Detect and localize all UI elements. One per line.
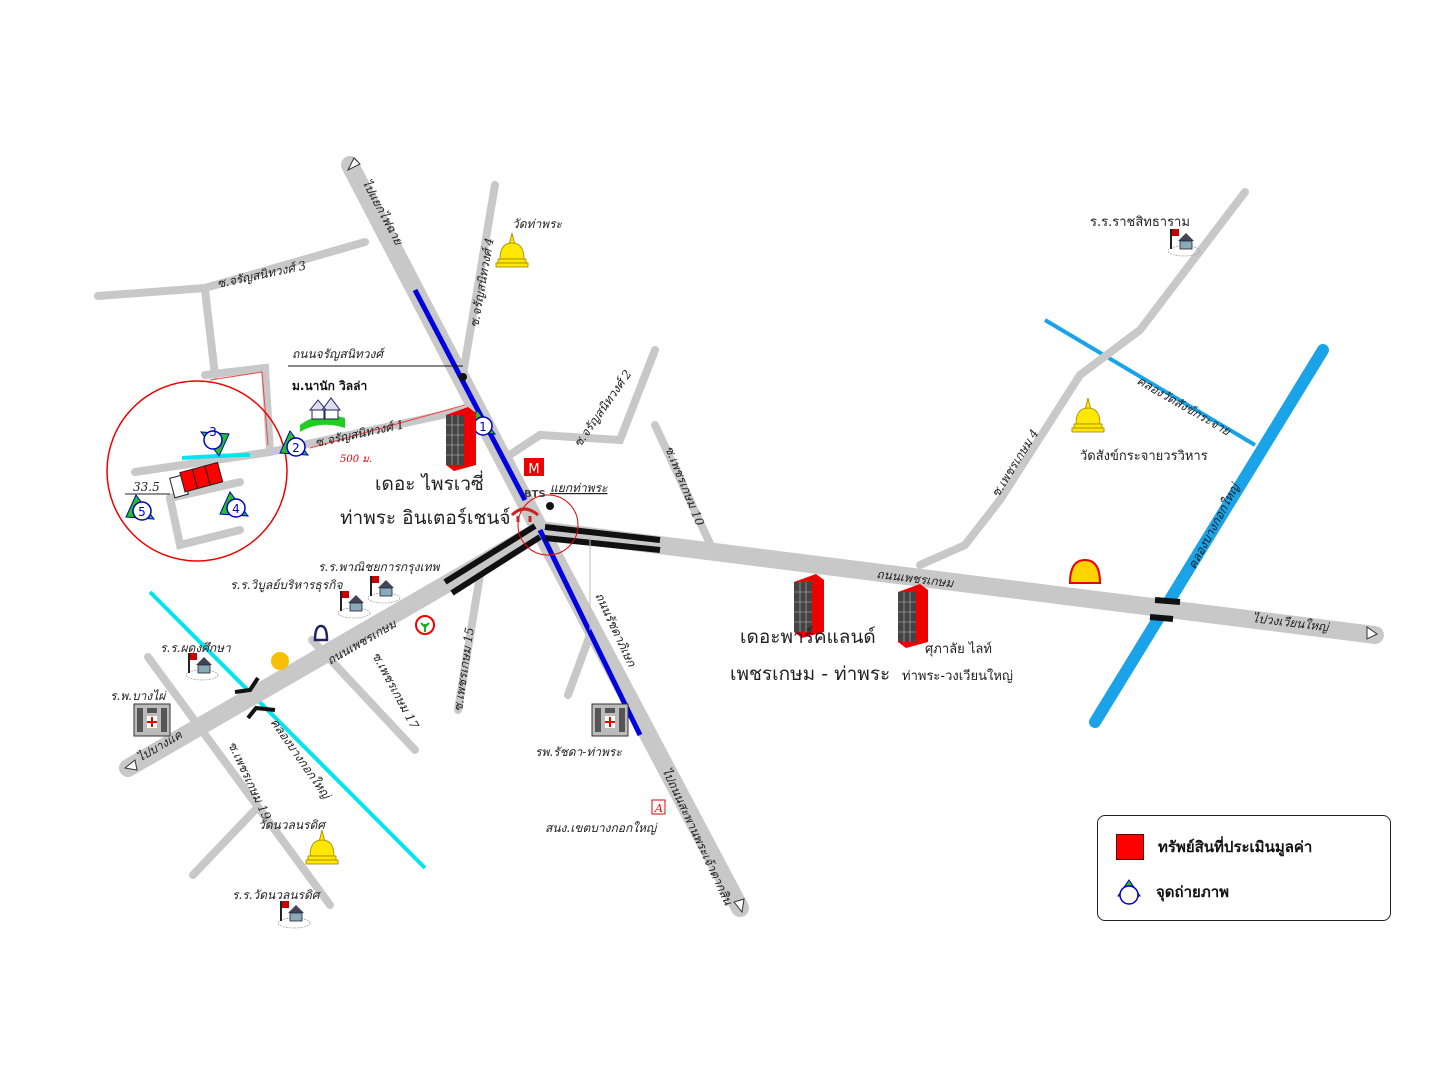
label-wat-tha-phra: วัดท่าพระ (512, 217, 563, 231)
legend-property-label: ทรัพย์สินที่ประเมินมูลค่า (1158, 838, 1313, 856)
camera-point-icon (1117, 879, 1141, 905)
tower-supalai-icon (897, 583, 929, 649)
photo-point-3[interactable]: 3 (200, 425, 230, 457)
expressway-south (537, 528, 643, 737)
school-icon (337, 590, 371, 619)
hospital-icon (133, 703, 171, 737)
school-icon (367, 575, 401, 604)
canal-bangkok-yai-right (1089, 344, 1329, 728)
label-soi-4: ซ.จรัญสนิทวงศ์ 4 (467, 237, 497, 329)
legend: ทรัพย์สินที่ประเมินมูลค่า จุดถ่ายภาพ (1097, 815, 1391, 921)
svg-text:3[interactable]: 3 (209, 425, 217, 439)
label-parkland-1: เดอะพาร์คแลนด์ (740, 626, 876, 648)
temple-icon (495, 232, 529, 268)
legend-photo-point-label: จุดถ่ายภาพ (1156, 883, 1230, 901)
photo-point-1[interactable]: 1 (466, 409, 496, 436)
photo-point-4[interactable]: 4 (219, 491, 249, 518)
shell-station-icon (1068, 558, 1102, 584)
photo-point-5[interactable]: 5 (125, 494, 155, 521)
arrow-west-icon (123, 759, 138, 771)
bank-icon (313, 624, 329, 642)
label-district-office: สนง.เขตบางกอกใหญ่ (545, 821, 658, 835)
district-office-icon (651, 799, 666, 815)
photo-point-2[interactable]: 2 (279, 430, 309, 457)
label-school-ratchasittharam: ร.ร.ราชสิทธาราม (1090, 215, 1190, 230)
label-to-bridge: ไปถนนสะพานพระเจ้าตากสิน (659, 765, 735, 908)
label-parkland-2: เพชรเกษม - ท่าพระ (730, 663, 890, 685)
school-icon (277, 900, 311, 929)
label-canal-sangkrajai: คลองวัดสังข์กระจาย (1135, 373, 1234, 438)
svg-text:5[interactable]: 5 (138, 505, 146, 519)
svg-text:M: M (528, 462, 539, 477)
district-office-mark: A (654, 802, 663, 815)
label-phetkasem-15: ซ.เพชรเกษม 15 (451, 626, 477, 712)
label-phetkasem-4: ซ.เพชรเกษม 4 (989, 427, 1042, 500)
label-hospital-bangphai: ร.พ.บางไผ่ (110, 689, 167, 703)
label-supalai-2: ท่าพระ-วงเวียนใหญ่ (902, 668, 1013, 684)
temple-icon (1071, 397, 1105, 433)
canal-bangkok-yai-left (148, 590, 427, 870)
label-hospital-ratchada: รพ.รัชดา-ท่าพระ (535, 745, 622, 759)
label-tha-phra-junction: แยกท่าพระ (550, 481, 608, 495)
tower-privacy-icon (445, 406, 477, 472)
label-school-phanitchayakan: ร.ร.พาณิชยการกรุงเทพ (318, 560, 441, 575)
bts-icon: BTS (524, 489, 546, 500)
label-supalai-1: ศุภาลัย ไลท์ (925, 641, 992, 657)
village-icon (300, 397, 345, 432)
canal-wat-sangkrajai (1043, 318, 1257, 447)
label-canal-left: คลองบางกอกใหญ่ (268, 716, 335, 803)
label-school-wipoon: ร.ร.วิบูลย์บริหารธุรกิจ (230, 578, 343, 593)
arrow-east-icon (1366, 626, 1378, 640)
subject-area-circle (106, 380, 288, 562)
legend-item-property: ทรัพย์สินที่ประเมินมูลค่า (1116, 834, 1312, 860)
label-wat-sangkrajai: วัดสังข์กระจายวรวิหาร (1080, 448, 1208, 464)
label-canal-right: คลองบางกอกใหญ่ (1185, 480, 1243, 572)
label-charansanitwong-road: ถนนจรัญสนิทวงศ์ (292, 347, 386, 361)
label-privacy-2: ท่าพระ อินเตอร์เชนจ์ (340, 507, 511, 529)
label-distance: 500 ม. (340, 454, 372, 465)
label-school-phadoem: ร.ร.ผดุงศึกษา (160, 641, 232, 656)
property-swatch-icon (1116, 834, 1144, 860)
label-soi-3: ซ.จรัญสนิทวงศ์ 3 (216, 258, 308, 291)
label-nanak-villa: ม.นานัก วิลล่า (292, 379, 367, 393)
krungsri-bank-icon (271, 652, 289, 670)
label-privacy-1: เดอะ ไพรเวซี่ (375, 470, 484, 495)
arrow-south-icon (733, 898, 745, 914)
expressway-north (412, 288, 528, 502)
hospital-icon (591, 703, 629, 737)
svg-text:4[interactable]: 4 (232, 502, 240, 516)
label-phetkasem-17: ซ.เพชรเกษม 17 (369, 650, 421, 732)
temple-icon (305, 829, 339, 865)
label-phetkasem-10: ซ.เพชรเกษม 10 (662, 444, 707, 528)
junction-circle (517, 494, 579, 556)
mrt-icon (524, 458, 544, 476)
property-marker (169, 461, 224, 499)
frontage-label: 33.5 (133, 480, 160, 494)
legend-item-photo-point: จุดถ่ายภาพ (1116, 878, 1229, 906)
label-wat-nuannoradit: วัดนวลนรดิศ (258, 818, 327, 832)
svg-text:1[interactable]: 1 (479, 420, 487, 434)
svg-text:2[interactable]: 2 (292, 441, 300, 455)
arrow-north-icon (346, 157, 361, 172)
label-school-nuannoradit: ร.ร.วัดนวลนรดิศ (232, 888, 322, 902)
